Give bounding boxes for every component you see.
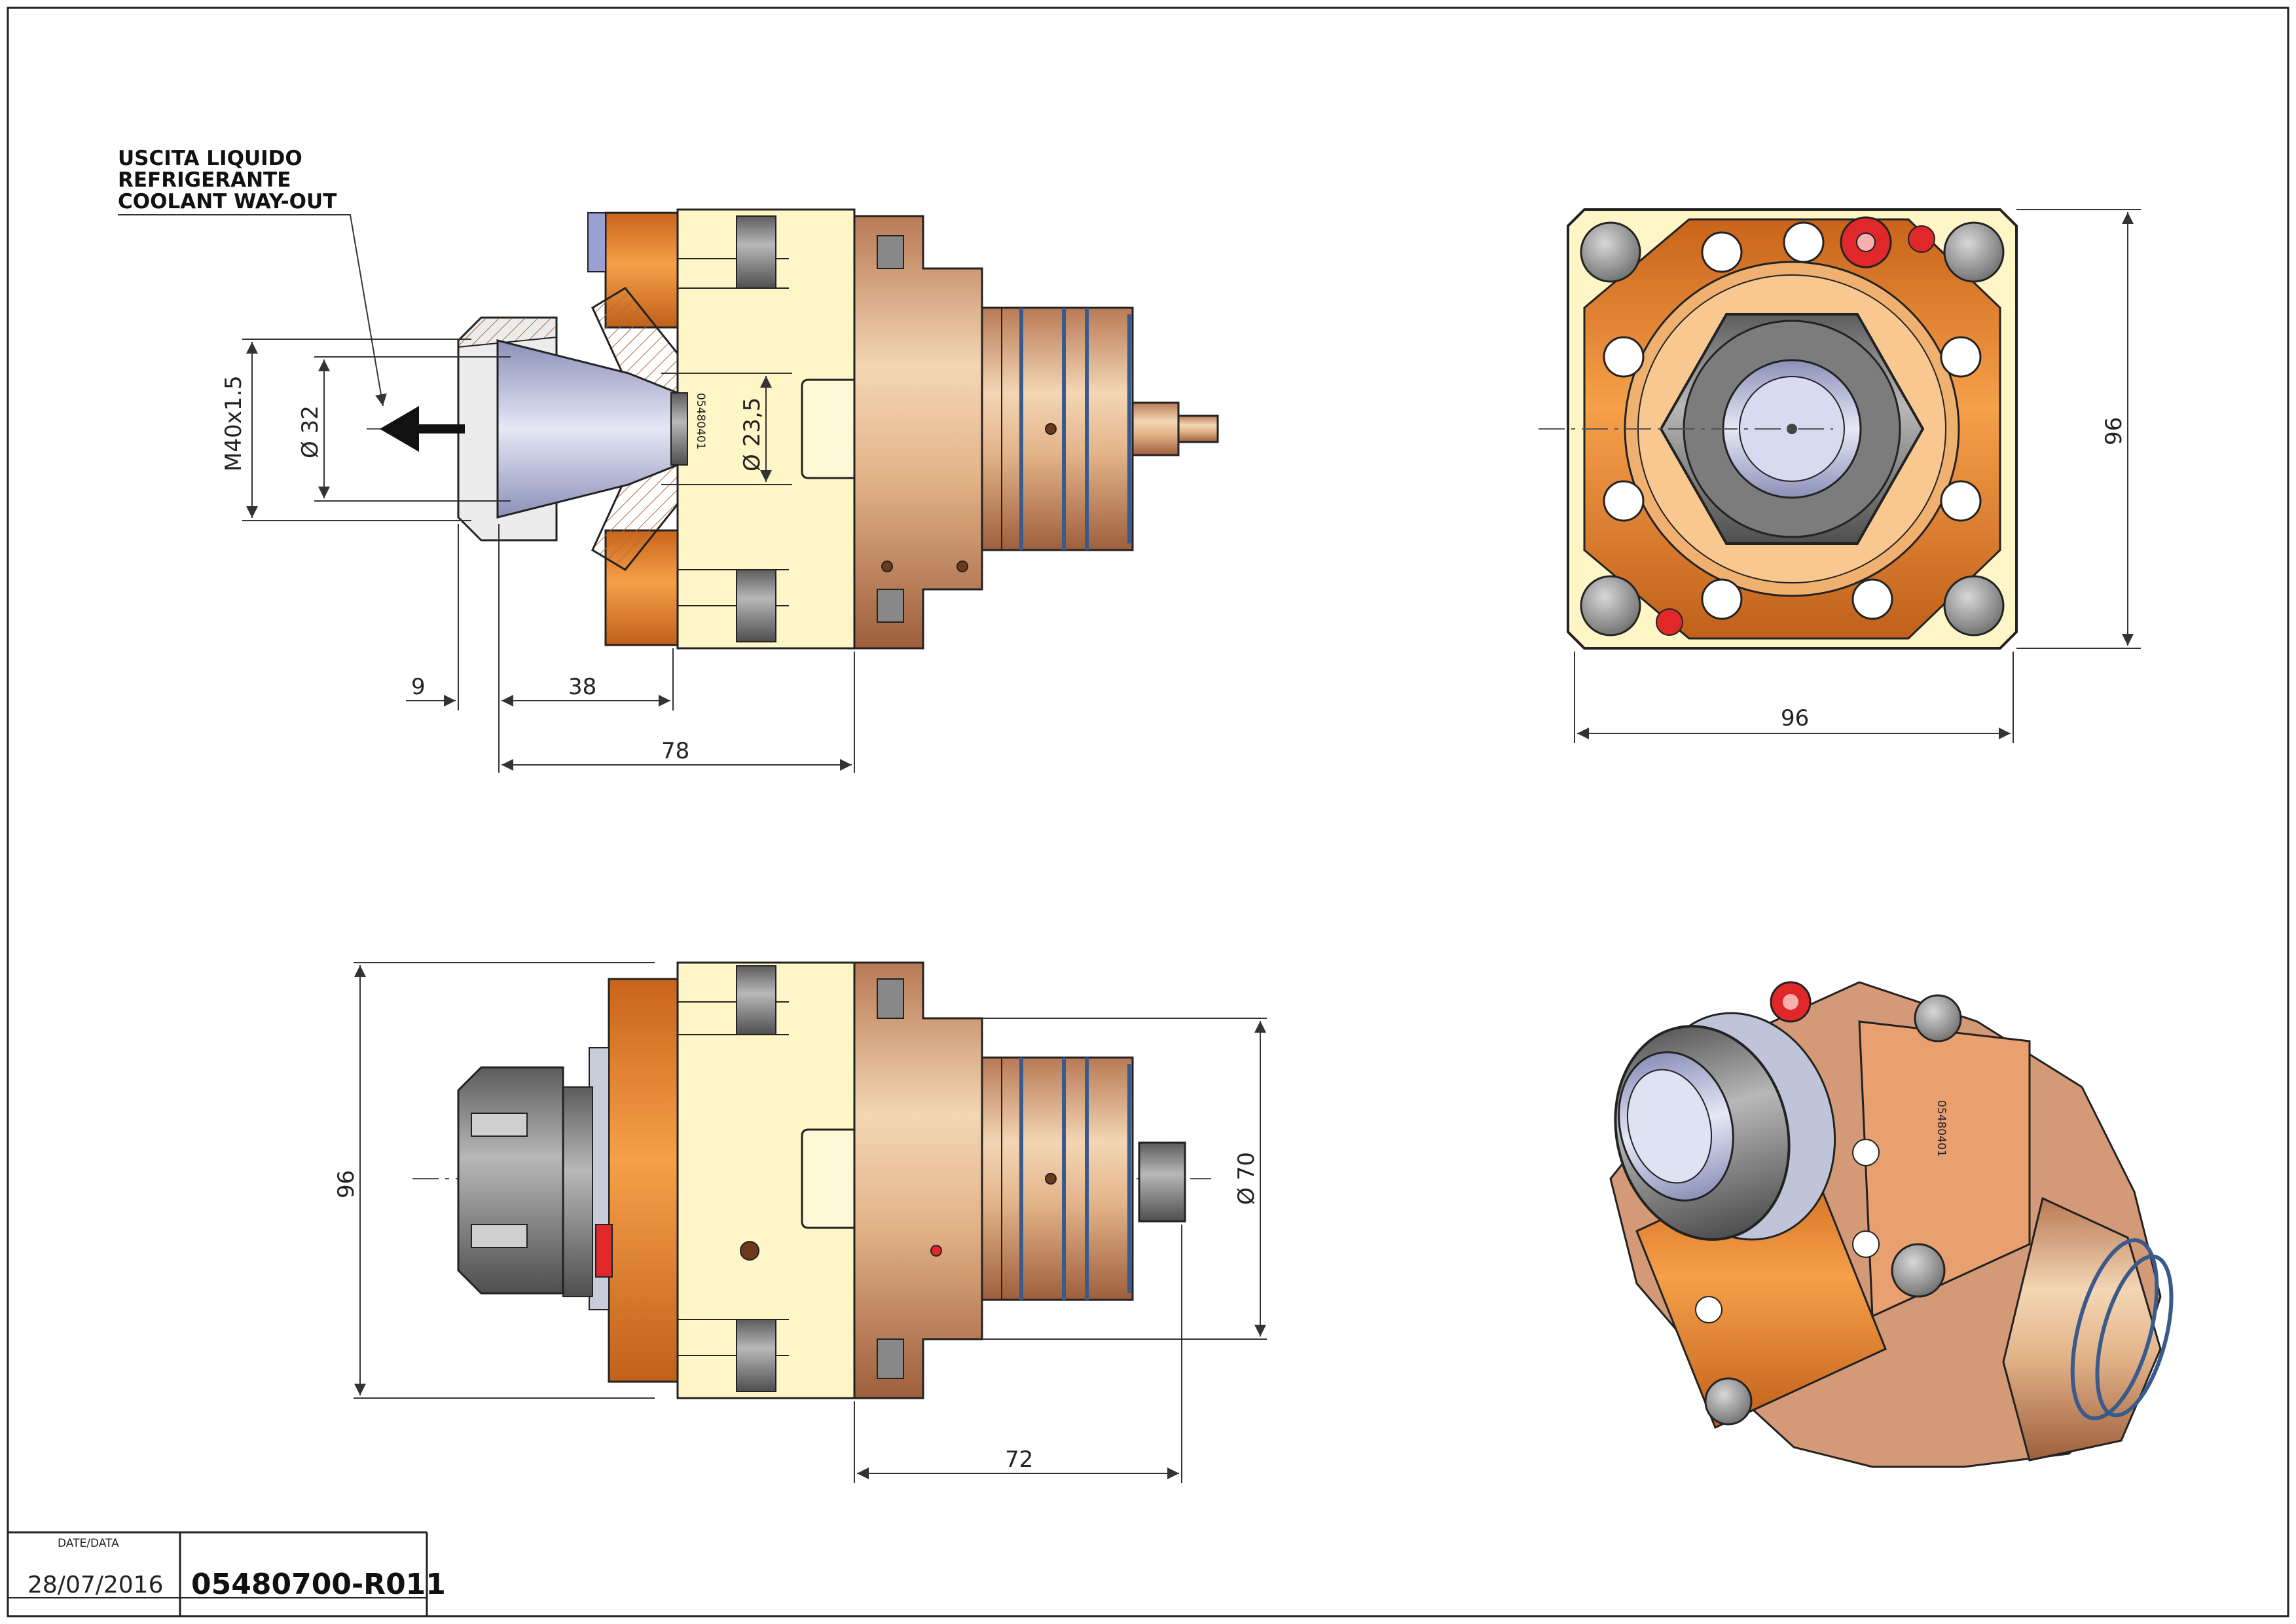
side-view-dimensions: M40x1.5 Ø 32 Ø 23,5 9 38 78 xyxy=(221,339,855,773)
date-value: 28/07/2016 xyxy=(27,1572,164,1598)
dim-78-label: 78 xyxy=(661,738,689,764)
isometric-view: 05480401 xyxy=(1609,981,2174,1468)
note-line-3: COOLANT WAY-OUT xyxy=(118,190,337,213)
coolant-note: USCITA LIQUIDO REFRIGERANTE COOLANT WAY-… xyxy=(118,147,387,407)
note-line-1: USCITA LIQUIDO xyxy=(118,147,302,170)
front-view-dimensions: 96 96 xyxy=(1574,209,2141,743)
note-leader-line xyxy=(118,214,387,407)
front-view xyxy=(1539,208,2018,650)
bottom-red-plug xyxy=(595,1224,613,1278)
bottom-dim-72-label: 72 xyxy=(1005,1447,1033,1473)
dim-38-label: 38 xyxy=(568,674,596,700)
front-dim-height-label: 96 xyxy=(2101,417,2127,445)
iso-rear-spindle xyxy=(2002,1196,2162,1462)
housing-plate xyxy=(587,212,606,272)
clamp-screw-top xyxy=(736,215,776,289)
bottom-orange-housing xyxy=(608,978,679,1383)
bottom-bronze-body xyxy=(853,961,983,1399)
drive-pin xyxy=(1131,401,1180,456)
bottom-side-view xyxy=(412,961,1211,1399)
title-block: DATE/DATA 28/07/2016 05480700-R011 xyxy=(8,1531,446,1616)
dim-dia-32-label: Ø 32 xyxy=(297,405,323,458)
clamp-screw-bottom xyxy=(736,569,776,642)
dim-dia-23-5-label: Ø 23,5 xyxy=(739,397,765,471)
bottom-drive-pin xyxy=(1138,1141,1186,1223)
part-mark-iso: 05480401 xyxy=(1935,1100,1948,1157)
part-mark-side: 05480401 xyxy=(694,393,707,450)
front-dim-width-label: 96 xyxy=(1781,705,1809,731)
seal-rings xyxy=(1019,308,1131,550)
dim-9-label: 9 xyxy=(411,674,426,700)
rear-spindle xyxy=(981,306,1134,551)
front-small-bolts xyxy=(1603,221,1982,620)
note-line-2: REFRIGERANTE xyxy=(118,168,291,192)
drawing-code: 05480700-R011 xyxy=(191,1568,446,1601)
bottom-dim-height-label: 96 xyxy=(333,1170,359,1198)
bronze-body xyxy=(853,215,983,650)
front-corner-bolts xyxy=(1580,221,2005,637)
sheet-border xyxy=(7,7,2289,1617)
bottom-view-dimensions: 96 Ø 70 72 xyxy=(333,962,1267,1483)
bottom-collet-nut xyxy=(457,1066,564,1295)
bottom-dim-dia-70-label: Ø 70 xyxy=(1233,1152,1260,1205)
date-label: DATE/DATA xyxy=(58,1537,119,1550)
dim-thread-label: M40x1.5 xyxy=(221,375,247,471)
side-section-view: 05480401 xyxy=(367,208,1219,650)
bottom-rear-spindle xyxy=(981,1056,1134,1301)
